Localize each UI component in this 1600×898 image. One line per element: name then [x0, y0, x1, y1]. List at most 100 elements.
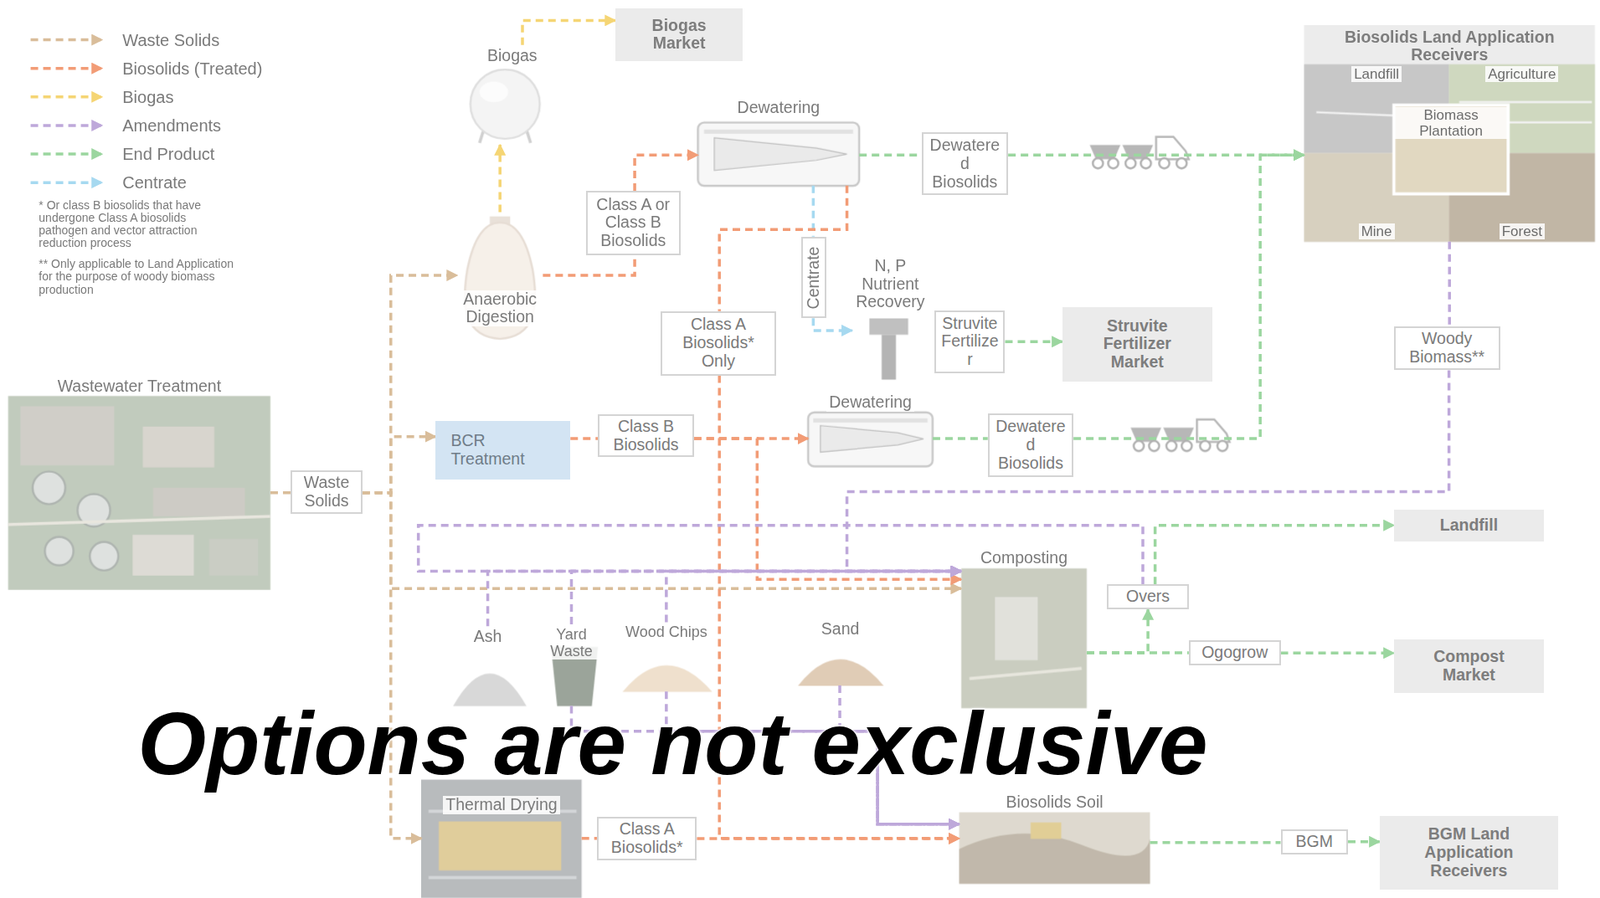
label-box: Struvite Fertilize r [934, 310, 1005, 375]
process-image: Composting [961, 547, 1087, 708]
node-text: Struvite Fertilize r [940, 314, 999, 370]
receiver-image: Mine [1304, 153, 1450, 242]
dewatering-machine-part [812, 418, 928, 423]
label-box: BGM [1281, 829, 1348, 855]
haul-truck-part [1122, 144, 1154, 160]
legend-line [30, 95, 103, 99]
flow-connector [522, 20, 616, 45]
receiver-image: Forest [1449, 153, 1595, 242]
flow-connector [581, 837, 597, 841]
process-image: Biosolids Soil [959, 792, 1151, 885]
legend-line [30, 66, 103, 71]
flow-connector [1281, 652, 1395, 656]
land-application-photos-part [1304, 25, 1595, 242]
treatment-plant-aerial-part [209, 539, 259, 577]
haul-truck-part [1108, 158, 1119, 169]
node-text: Landfill [1351, 66, 1402, 83]
composting-aerial-part [994, 596, 1038, 661]
node-text: Biomass Plantation [1394, 107, 1509, 139]
biogas-sphere-part [479, 82, 509, 103]
node-text: Composting [977, 549, 1071, 568]
haul-truck-part [1133, 441, 1144, 452]
composting-aerial [961, 568, 1087, 709]
flow-connector [666, 571, 962, 623]
treatment-plant-aerial-part [32, 471, 66, 505]
dewatering-machine-part [714, 138, 847, 171]
process-image: Thermal Drying [421, 794, 582, 898]
node-text: Compost Market [1407, 648, 1531, 685]
node-text: Mine [1358, 223, 1395, 240]
haul-truck-part [1166, 441, 1177, 452]
legend-line [30, 123, 103, 128]
node-text: Wood Chips [622, 623, 710, 641]
process-image: Wastewater Treatment [8, 375, 271, 591]
label-box: Ogogrow [1188, 640, 1282, 666]
treatment-plant-aerial-part [8, 516, 271, 525]
haul-truck-part [1130, 427, 1162, 443]
node-text: Dewatere d Biosolids [993, 417, 1068, 473]
haul-truck-part [1125, 158, 1136, 169]
label-box: Class B Biosolids [597, 414, 695, 458]
flow-connector [932, 437, 988, 441]
node-text: Dewatering [735, 98, 824, 118]
node-text: Landfill [1440, 516, 1498, 536]
node-text: Agriculture [1485, 66, 1559, 83]
node-text: Class A or Class B Biosolids [591, 195, 675, 251]
centrate-box: Centrate [801, 236, 827, 319]
node-text: Thermal Drying [442, 796, 560, 815]
node-text: Class A Biosolids* Only [666, 315, 772, 371]
flow-connector [1004, 340, 1062, 345]
process-image: Wood Chips [618, 622, 716, 692]
market-box: Landfill [1394, 509, 1544, 542]
watermark-note: Options are not exclusive [138, 699, 1209, 788]
haul-truck-part [1159, 158, 1170, 169]
label-box: Waste Solids [290, 470, 362, 515]
node-text: Sand [818, 620, 863, 639]
flow-connector [847, 370, 1450, 572]
label-box: Dewatere d Biosolids [921, 132, 1009, 195]
node-text: Class B Biosolids [603, 417, 689, 455]
land-application-photos [1304, 25, 1595, 242]
legend-line [30, 38, 103, 42]
node-text: Biosolids Land Application Receivers [1307, 28, 1592, 63]
node-text: Dewatere d Biosolids [927, 136, 1004, 191]
flow-connector [719, 185, 847, 312]
node-text: Yard Waste [530, 626, 613, 660]
node-text: Ash [471, 627, 505, 647]
footnote: * Or class B biosolids that have undergo… [38, 199, 237, 250]
haul-truck-part [1199, 441, 1210, 452]
treatment-plant-aerial-part [45, 536, 74, 566]
market-box: Compost Market [1394, 639, 1544, 693]
flow-connector [1086, 609, 1148, 654]
soil-site-part [959, 833, 1151, 885]
legend-text: End Product [122, 144, 215, 165]
node-text: BCR Treatment [450, 432, 556, 469]
node-text: Biosolids Soil [1003, 793, 1107, 813]
flow-connector [270, 491, 291, 495]
composting-aerial-part [961, 568, 1087, 709]
soil-site-part [1030, 823, 1062, 840]
label-box: Class A or Class B Biosolids [586, 190, 681, 256]
haul-truck [1130, 419, 1230, 452]
biogas-sphere-part [470, 69, 541, 139]
process-image: Dewatering [807, 391, 933, 467]
treatment-plant-aerial-part [143, 427, 215, 469]
legend-text: Biogas [122, 87, 174, 108]
process-box: BCR Treatment [435, 421, 571, 479]
thermal-dryer-part [421, 780, 582, 898]
haul-truck-part [1217, 441, 1228, 452]
flow-connector [1447, 241, 1451, 327]
flow-connector [859, 154, 921, 158]
node-text: Waste Solids [296, 473, 356, 511]
label-box: Woody Biomass** [1394, 326, 1501, 371]
process-image: N, P Nutrient Recovery [852, 255, 929, 381]
nutrient-reactor [869, 318, 908, 380]
legend-text: Amendments [122, 115, 222, 136]
process-image: Sand [796, 618, 885, 686]
receivers-panel: Biosolids Land Application ReceiversLand… [1304, 25, 1595, 242]
node-text: Biogas [484, 46, 541, 66]
treatment-plant-aerial [8, 396, 271, 591]
amendment-piles-part [797, 659, 884, 687]
